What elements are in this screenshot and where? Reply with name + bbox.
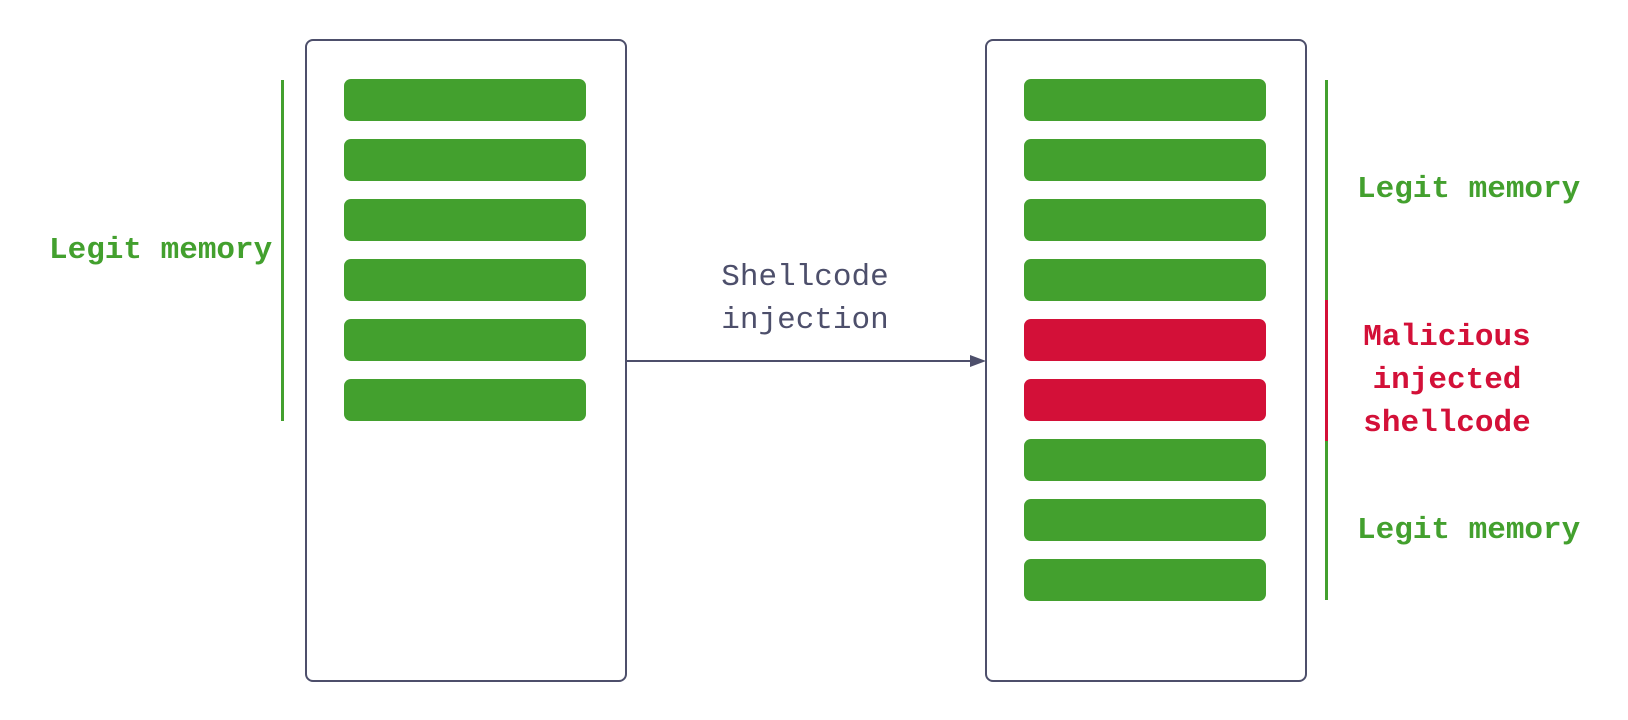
arrow-label: Shellcode injection [700, 256, 910, 342]
legit-memory-block [344, 139, 586, 181]
legit-memory-block [1024, 139, 1266, 181]
memory-before-injection [305, 39, 627, 682]
legit-memory-block [1024, 439, 1266, 481]
malicious-shellcode-label: Malicious injected shellcode [1347, 316, 1547, 445]
malicious-label-line3: shellcode [1363, 406, 1531, 441]
malicious-shellcode-block [1024, 379, 1266, 421]
legit-memory-block [1024, 199, 1266, 241]
malicious-label-line1: Malicious [1363, 320, 1531, 355]
legit-memory-block [344, 379, 586, 421]
arrow-label-line1: Shellcode [721, 260, 889, 295]
legit-memory-block [344, 199, 586, 241]
after-top-legit-bracket [1325, 80, 1328, 300]
legit-memory-block [344, 79, 586, 121]
malicious-label-line2: injected [1372, 363, 1522, 398]
before-legit-memory-label: Legit memory [49, 233, 273, 268]
memory-after-injection [985, 39, 1307, 682]
legit-memory-block [344, 259, 586, 301]
after-top-legit-memory-label: Legit memory [1357, 172, 1581, 207]
before-legit-memory-bracket [281, 80, 284, 421]
arrow-label-line2: injection [721, 303, 889, 338]
arrow-head-icon [970, 355, 986, 367]
legit-memory-block [1024, 259, 1266, 301]
after-bottom-legit-bracket [1325, 441, 1328, 600]
legit-memory-block [344, 319, 586, 361]
malicious-shellcode-block [1024, 319, 1266, 361]
legit-memory-block [1024, 559, 1266, 601]
injection-arrow-line [627, 360, 972, 362]
after-bottom-legit-memory-label: Legit memory [1357, 513, 1581, 548]
legit-memory-block [1024, 499, 1266, 541]
legit-memory-block [1024, 79, 1266, 121]
after-malicious-bracket [1325, 300, 1328, 441]
